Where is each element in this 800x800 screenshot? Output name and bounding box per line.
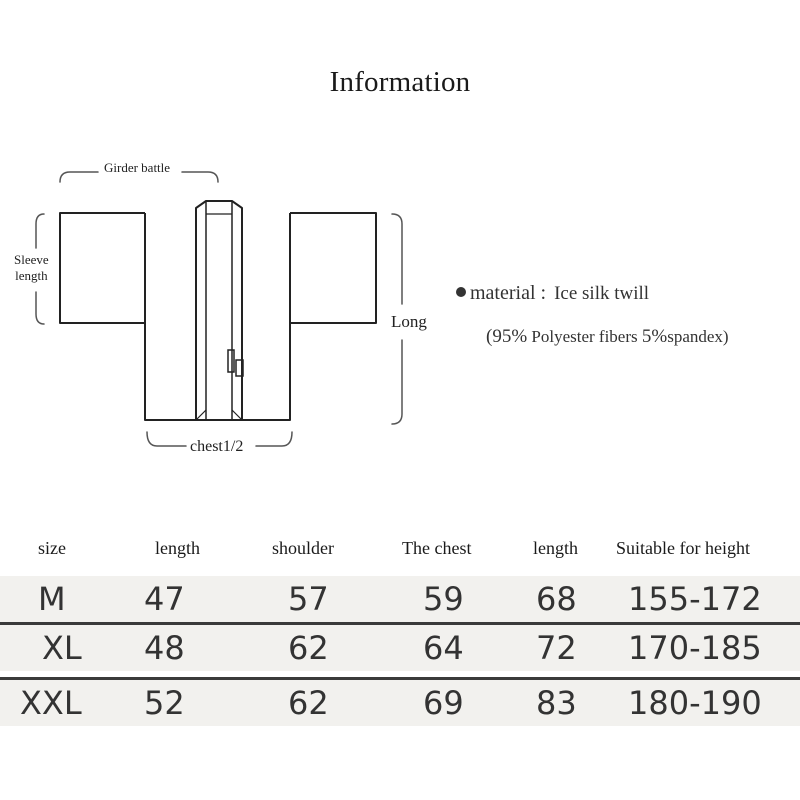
cell-length-2: 68 — [536, 580, 577, 618]
cell-shoulder: 57 — [288, 580, 329, 618]
cell-length: 47 — [144, 580, 185, 618]
table-row: XL 48 62 64 72 170-185 — [0, 622, 800, 671]
cell-height: 170-185 — [628, 629, 762, 667]
girder-label: Girder battle — [104, 160, 171, 175]
cell-length-2: 83 — [536, 684, 577, 722]
material-value: Ice silk twill — [554, 283, 650, 304]
header-length: length — [155, 538, 200, 558]
cell-chest: 64 — [423, 629, 464, 667]
collar-outline — [195, 200, 243, 420]
composition-open: (95% — [486, 326, 528, 347]
chest-bracket — [146, 431, 293, 447]
material-composition: (95% Polyester fibers 5%spandex) — [486, 326, 729, 348]
left-sleeve-outline — [59, 212, 145, 324]
cell-height: 180-190 — [628, 684, 762, 722]
size-table: size length shoulder The chest length Su… — [0, 528, 800, 726]
composition-pct: 5% — [641, 326, 668, 347]
page-title: Information — [329, 66, 471, 98]
cell-chest: 69 — [423, 684, 464, 722]
tie-left — [227, 349, 235, 373]
tie-right — [235, 359, 244, 377]
cell-length: 52 — [144, 684, 185, 722]
right-sleeve-outline — [290, 212, 377, 324]
cell-shoulder: 62 — [288, 684, 329, 722]
size-table-header: size length shoulder The chest length Su… — [0, 528, 800, 576]
cell-size: XXL — [20, 684, 82, 722]
cell-size: XL — [42, 629, 82, 667]
composition-end: spandex) — [667, 327, 729, 346]
material-label: material : — [470, 282, 547, 304]
sleeve-length-label: Sleeve length — [14, 252, 49, 284]
header-shoulder: shoulder — [272, 538, 334, 558]
material-line: material : Ice silk twill — [456, 282, 649, 305]
sleeve-bracket — [35, 213, 45, 325]
garment-diagram — [35, 171, 403, 447]
chest-label: chest1/2 — [190, 438, 244, 455]
sleeve-label-line2: length — [15, 268, 48, 283]
cell-size: M — [38, 580, 66, 618]
sleeve-label-line1: Sleeve — [14, 252, 49, 267]
header-chest: The chest — [402, 538, 472, 558]
cell-chest: 59 — [423, 580, 464, 618]
cell-length-2: 72 — [536, 629, 577, 667]
long-label: Long — [391, 312, 427, 331]
header-size: size — [38, 538, 66, 558]
body-outline — [144, 213, 291, 421]
long-bracket — [391, 213, 403, 425]
bullet-icon — [456, 287, 466, 297]
table-row: M 47 57 59 68 155-172 — [0, 576, 800, 622]
girder-bracket — [59, 171, 219, 183]
cell-shoulder: 62 — [288, 629, 329, 667]
row-gap — [0, 671, 800, 677]
composition-mid: Polyester fibers — [527, 327, 642, 346]
header-height: Suitable for height — [616, 538, 750, 558]
table-row: XXL 52 62 69 83 180-190 — [0, 677, 800, 726]
cell-height: 155-172 — [628, 580, 762, 618]
header-length-2: length — [533, 538, 578, 558]
cell-length: 48 — [144, 629, 185, 667]
